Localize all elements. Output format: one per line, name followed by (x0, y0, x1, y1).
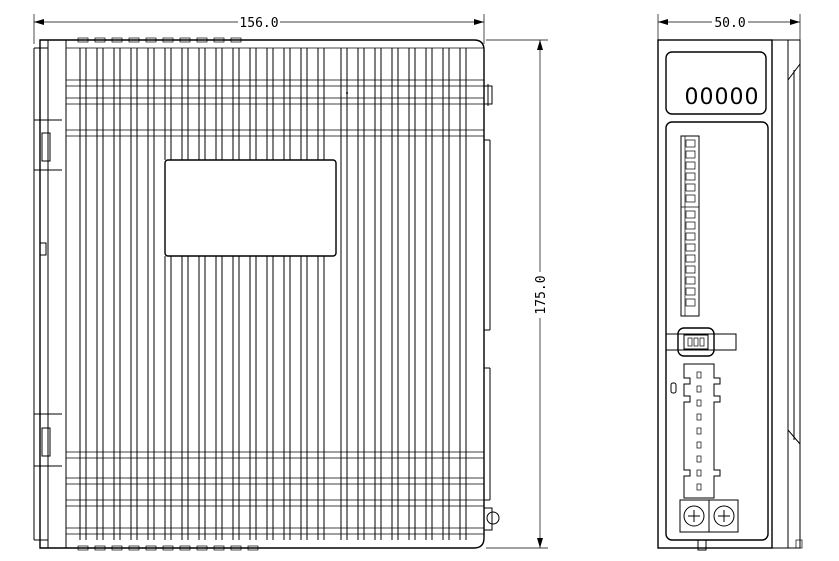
width-label: 156.0 (239, 16, 278, 31)
display-readout: 00000 (685, 85, 760, 110)
dimension-depth: 50.0 (657, 14, 801, 40)
top-tabs (77, 37, 259, 551)
power-terminal-block (683, 363, 721, 499)
fin-bands (66, 47, 484, 535)
vent-fins (79, 48, 467, 540)
dimension-height: 175.0 (486, 39, 549, 549)
ground-terminals (679, 499, 739, 533)
display-panel (665, 51, 767, 115)
label-plate (164, 159, 337, 257)
comm-port (665, 327, 737, 357)
height-label: 175.0 (534, 275, 549, 314)
signal-terminal-block (680, 135, 700, 317)
depth-label: 50.0 (714, 16, 745, 31)
status-led (670, 382, 677, 394)
dimension-width: 156.0 (33, 14, 485, 44)
front-view: 00000 (657, 39, 803, 551)
side-view (33, 37, 500, 551)
